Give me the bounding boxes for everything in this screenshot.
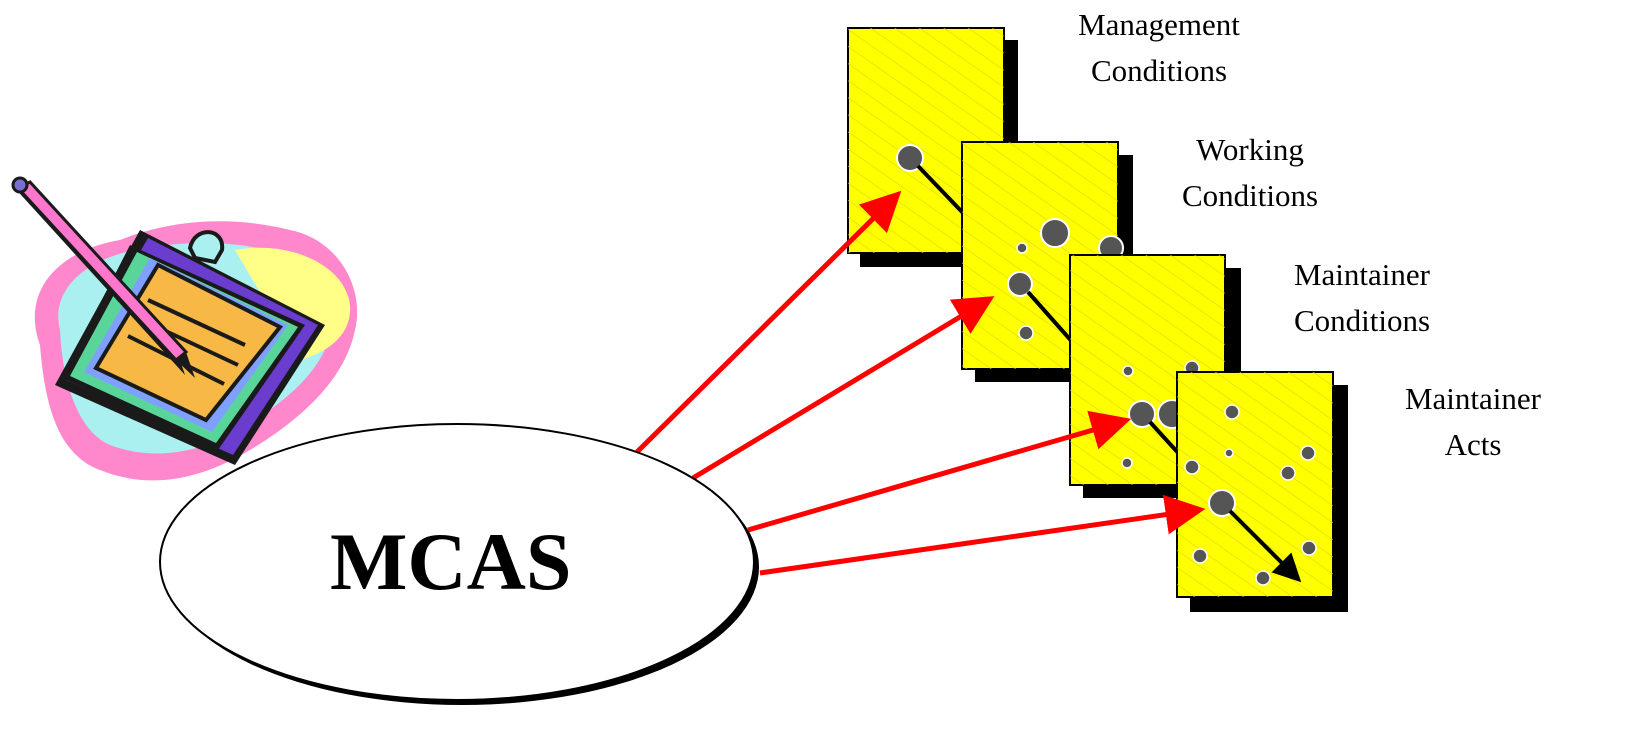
- label-management-conditions: Management Conditions: [1046, 2, 1272, 94]
- clipboard-with-pen-icon: [11, 176, 358, 481]
- mcas-label: MCAS: [330, 516, 572, 607]
- mcas-ellipse: [159, 423, 759, 705]
- label-line: Maintainer: [1293, 257, 1430, 292]
- label-line: Management: [1078, 7, 1240, 42]
- label-line: Maintainer: [1404, 381, 1541, 416]
- label-maintainer-conditions: Maintainer Conditions: [1252, 252, 1472, 344]
- arrow-maintainer-conditions: [747, 410, 1132, 533]
- label-maintainer-acts: Maintainer Acts: [1370, 376, 1576, 468]
- label-line: Conditions: [1090, 53, 1228, 88]
- label-line: Working: [1196, 132, 1304, 167]
- panel-maintainer-acts: [1176, 371, 1348, 612]
- label-line: Acts: [1444, 427, 1502, 462]
- arrow-maintainer-acts: [759, 494, 1206, 576]
- arrow-working: [691, 296, 995, 481]
- arrows: [635, 190, 1206, 576]
- label-line: Conditions: [1293, 303, 1431, 338]
- arrow-management: [635, 190, 902, 454]
- label-working-conditions: Working Conditions: [1140, 127, 1360, 219]
- label-line: Conditions: [1181, 178, 1319, 213]
